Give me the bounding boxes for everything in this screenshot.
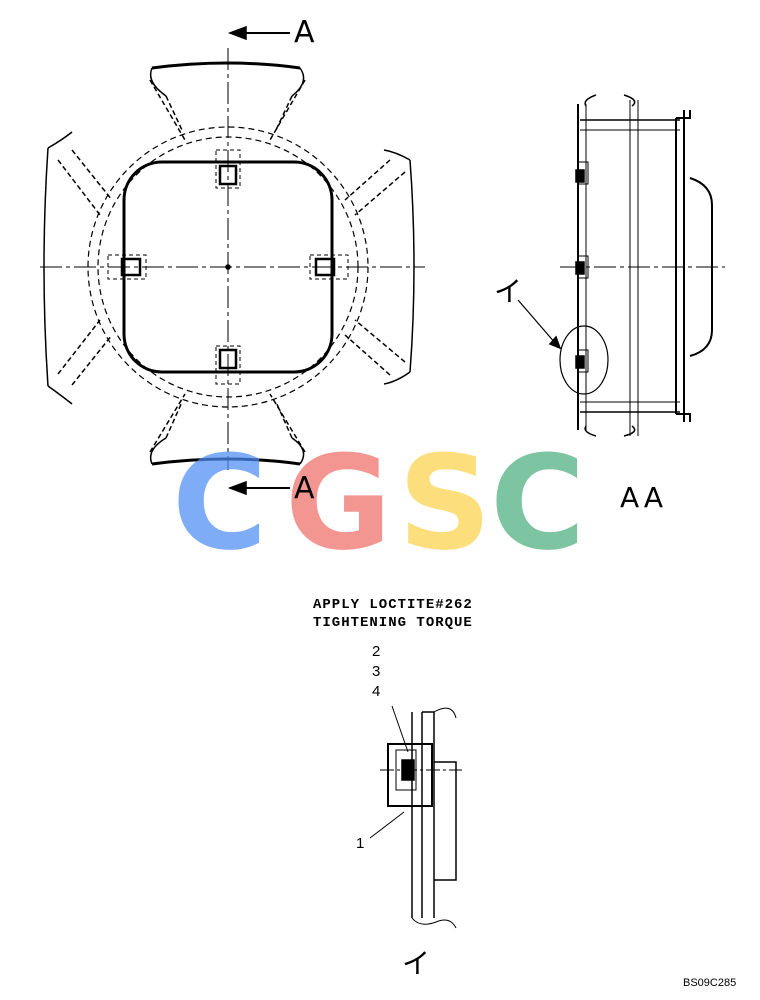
callout-2: 2 <box>372 643 381 660</box>
watermark-letter-c1: C <box>172 427 268 579</box>
section-view-label: AA <box>620 481 668 514</box>
front-view <box>40 25 425 496</box>
watermark-letter-c2: C <box>490 427 586 579</box>
side-section-view <box>517 94 725 437</box>
drawing-code: BS09C285 <box>683 977 737 989</box>
note-line-1: APPLY LOCTITE#262 <box>313 597 473 613</box>
callout-4: 4 <box>372 683 381 700</box>
watermark-letter-s: S <box>398 427 492 579</box>
section-arrow-bottom-label: A <box>294 471 315 506</box>
detail-view <box>369 705 462 929</box>
section-arrow-top-label: A <box>294 15 315 50</box>
watermark-letter-g: G <box>285 427 392 579</box>
detail-marker-bottom: イ <box>402 947 431 980</box>
detail-marker-side: イ <box>494 275 523 308</box>
note-line-2: TIGHTENING TORQUE <box>313 615 473 631</box>
callout-3: 3 <box>372 663 381 680</box>
callout-1: 1 <box>356 835 365 852</box>
